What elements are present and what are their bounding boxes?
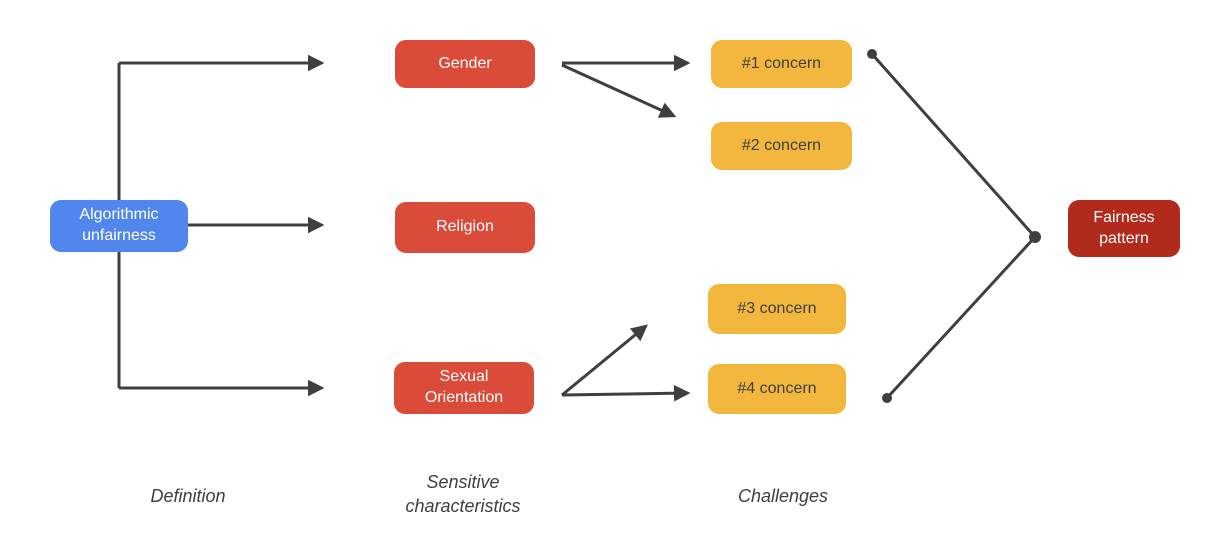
column-label-challenges: Challenges [737,486,829,506]
edge-concern4-to-pattern [885,235,1037,400]
node-concern-3: #3 concern [708,284,846,334]
dot-concern4-endpoint [882,393,892,403]
node-gender: Gender [395,40,535,88]
dot-pattern-vertex [1029,231,1041,243]
node-fairness-pattern: Fairness pattern [1068,200,1180,257]
edge-concern1-to-pattern [870,53,1037,238]
node-concern-4: #4 concern [708,364,846,414]
column-label-sensitive-characteristics: Sensitive characteristics [405,472,521,517]
edge-sexual-orientation-to-concern4 [561,384,691,402]
column-label-definition: Definition [150,486,226,506]
dot-concern1-endpoint [867,49,877,59]
edge-sexual-orientation-to-concern3 [561,324,648,397]
node-concern-1: #1 concern [711,40,852,88]
node-sexual-orientation: Sexual Orientation [394,362,534,414]
node-algorithmic-unfairness: Algorithmic unfairness [50,200,188,252]
edge-gender-to-concern2 [561,63,677,118]
node-concern-2: #2 concern [711,122,852,170]
node-religion: Religion [395,202,535,253]
